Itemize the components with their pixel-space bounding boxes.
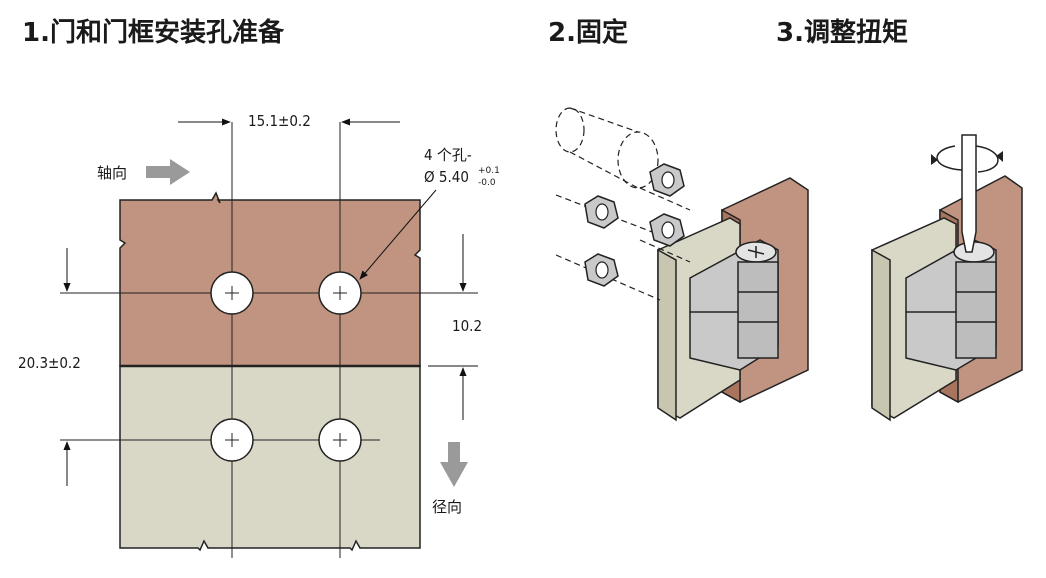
dim-height-label: 20.3±0.2 [18, 354, 81, 372]
frame-plate [119, 191, 421, 367]
axial-label: 轴向 [97, 164, 127, 182]
hole-diameter-label: Ø 5.40 [424, 168, 469, 186]
step1-title: 1.门和门框安装孔准备 [22, 18, 284, 48]
tolerance-minus: -0.0 [478, 178, 496, 188]
tolerance-plus: +0.1 [478, 166, 500, 176]
dim-offset-label: 10.2 [452, 317, 482, 335]
dim-width-label: 15.1±0.2 [248, 112, 311, 130]
axial-arrow-icon [146, 159, 190, 185]
door-plate [119, 365, 421, 552]
step2-title: 2.固定 [548, 18, 628, 48]
radial-arrow-icon [440, 442, 468, 487]
panel-torque-adjust [871, 134, 1023, 422]
panel-hole-preparation: 15.1±0.2 20.3±0.2 10.2 4 个孔- Ø 5.40 +0.1… [18, 112, 500, 558]
rotate-arrow-icon [936, 145, 999, 173]
step3-title: 3.调整扭矩 [776, 18, 908, 48]
dim-offset [428, 234, 478, 420]
screwdriver-icon [961, 134, 977, 253]
panel-fixing [555, 107, 809, 422]
radial-label: 径向 [432, 498, 462, 516]
holes-count-label: 4 个孔- [424, 146, 472, 164]
